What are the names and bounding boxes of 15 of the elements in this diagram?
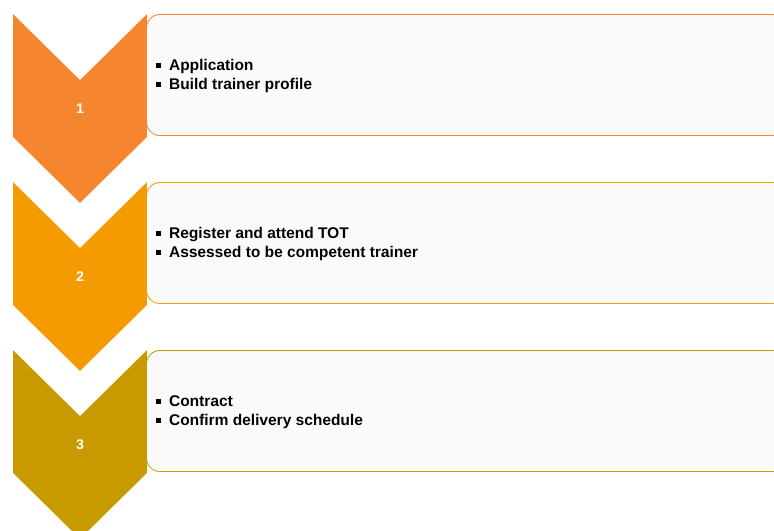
- bullet-text: Register and attend TOT: [169, 224, 349, 243]
- chevron-shape: [13, 182, 147, 371]
- step-panel: [146, 350, 774, 472]
- bullet-text: Build trainer profile: [169, 75, 312, 94]
- chevron-shape: [13, 350, 147, 531]
- bullet-text: Assessed to be competent trainer: [169, 243, 418, 262]
- chevron-shape: [13, 14, 147, 203]
- bullet-text: Confirm delivery schedule: [169, 411, 363, 430]
- bullet-text: Contract: [169, 392, 233, 411]
- step-panel: [146, 14, 774, 136]
- step-number: 2: [75, 268, 85, 284]
- bullet-text: Application: [169, 56, 254, 75]
- step-number: 3: [75, 436, 85, 452]
- step-number: 1: [75, 100, 85, 116]
- step-panel: [146, 182, 774, 304]
